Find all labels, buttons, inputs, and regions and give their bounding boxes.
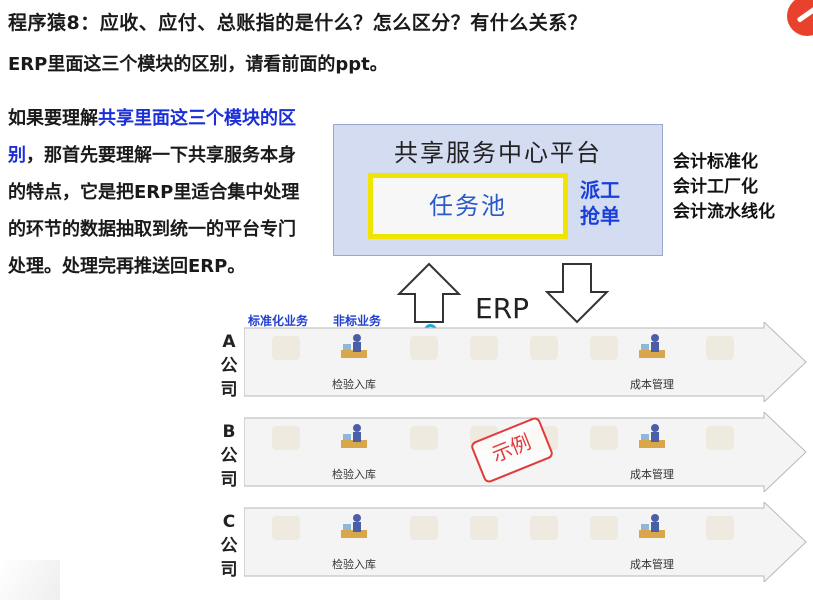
explanation-paragraph: 如果要理解共享里面这三个模块的区别，那首先要理解一下共享服务本身的特点，它是把E…: [8, 100, 308, 285]
page-subtitle: ERP里面这三个模块的区别，请看前面的ppt。: [8, 54, 388, 75]
inspection-step: 检验入库: [324, 332, 384, 394]
faded-step: [690, 512, 750, 574]
accountant-workstation-icon: [341, 334, 367, 358]
faded-step: [454, 332, 514, 394]
faded-step: [256, 512, 316, 574]
accountant-workstation-icon: [639, 334, 665, 358]
arrow-up-icon: [397, 262, 461, 323]
legend-nonstandard: 非标业务: [333, 314, 382, 328]
lane-arrow-shape: [244, 322, 807, 402]
company-a-process-lane: 检验入库 成本管理: [244, 322, 813, 402]
step-caption: 检验入库: [332, 468, 376, 481]
faded-step: [454, 512, 514, 574]
accountant-workstation-icon: [639, 514, 665, 538]
inspection-step: 检验入库: [324, 422, 384, 484]
step-caption: 检验入库: [332, 378, 376, 391]
faded-step: [256, 332, 316, 394]
brand-logo-icon: [787, 0, 813, 36]
platform-title: 共享服务中心平台: [394, 139, 602, 167]
erp-label: ERP: [475, 292, 530, 325]
lane-arrow-shape: [244, 502, 807, 582]
cost-step: 成本管理: [622, 332, 682, 394]
inspection-step: 检验入库: [324, 512, 384, 574]
explanation-part1: 如果要理解: [8, 108, 98, 129]
faded-step: [394, 332, 454, 394]
company-a-label: A 公司: [220, 332, 238, 400]
faded-step: [574, 512, 634, 574]
company-c-process-lane: 检验入库 成本管理: [244, 502, 813, 582]
task-pool: 任务池: [368, 173, 568, 239]
accountant-workstation-icon: [639, 424, 665, 448]
company-c-label: C 公司: [220, 512, 238, 580]
faded-step: [514, 332, 574, 394]
explanation-part2: ，那首先要理解一下共享服务本身的特点，它是把ERP里适合集中处理的环节的数据抽取…: [8, 145, 300, 277]
shared-service-platform: 共享服务中心平台 任务池 派工 抢单: [333, 124, 663, 256]
feature-item: 会计工厂化: [673, 177, 758, 197]
dispatch-line2: 抢单: [580, 204, 620, 228]
faded-step: [394, 512, 454, 574]
accountant-workstation-icon: [341, 514, 367, 538]
faded-step: [256, 422, 316, 484]
page-title: 程序猿8：应收、应付、总账指的是什么？怎么区分？有什么关系？: [8, 12, 588, 34]
accountant-workstation-icon: [341, 424, 367, 448]
faded-step: [394, 422, 454, 484]
feature-item: 会计标准化: [673, 152, 758, 172]
company-b-label: B 公司: [220, 422, 238, 490]
step-caption: 成本管理: [630, 558, 674, 571]
feature-item: 会计流水线化: [673, 202, 775, 222]
corner-decoration: [0, 560, 60, 600]
faded-step: [514, 512, 574, 574]
dispatch-label: 派工 抢单: [580, 177, 620, 229]
step-caption: 检验入库: [332, 558, 376, 571]
feature-list: 会计标准化 会计工厂化 会计流水线化: [673, 150, 775, 225]
explanation-highlight: 共享里面这三个模块的区别: [8, 108, 296, 166]
step-caption: 成本管理: [630, 378, 674, 391]
faded-step: [574, 332, 634, 394]
cost-step: 成本管理: [622, 422, 682, 484]
faded-step: [690, 422, 750, 484]
cost-step: 成本管理: [622, 512, 682, 574]
dispatch-line1: 派工: [580, 178, 620, 202]
step-caption: 成本管理: [630, 468, 674, 481]
arrow-down-icon: [545, 263, 609, 324]
legend-standard: 标准化业务: [248, 314, 309, 328]
faded-step: [574, 422, 634, 484]
faded-step: [690, 332, 750, 394]
